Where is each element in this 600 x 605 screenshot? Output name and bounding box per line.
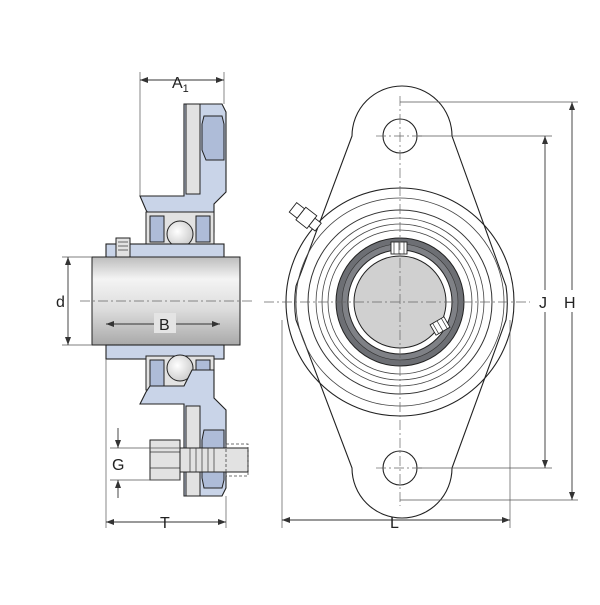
label-B: B [159,317,170,334]
dimension-B: B [106,313,220,334]
dimension-G: G [110,428,180,498]
dimension-d: d [56,256,92,346]
set-screw-upper [115,237,131,259]
label-T: T [160,515,170,532]
front-view [264,85,530,519]
bolt-thread [189,448,215,472]
seal-lower-left [149,359,165,387]
ball-upper [166,220,194,248]
label-d: d [56,294,65,311]
ball-lower [166,354,194,382]
set-screw-top [390,241,408,255]
grease-nipple [288,202,322,232]
housing-upper-web [185,103,201,195]
label-A1: A1 [172,75,189,95]
bolt-hidden-nut [225,443,249,477]
dimension-J: J [418,135,554,469]
label-G: G [112,457,124,474]
side-section-view [80,103,252,497]
seal-upper-right [195,215,211,243]
dimension-H: H [400,101,582,501]
dimension-L: L [281,320,511,532]
dimension-T: T [105,359,227,532]
set-screw-right [429,316,451,336]
housing-upper-bolt-bore [201,115,225,161]
label-J: J [539,295,547,312]
label-H: H [564,295,576,312]
seal-upper-left [149,215,165,243]
label-L: L [390,515,399,532]
dimension-A1: A1 [139,72,225,196]
bolt-head [149,439,181,481]
